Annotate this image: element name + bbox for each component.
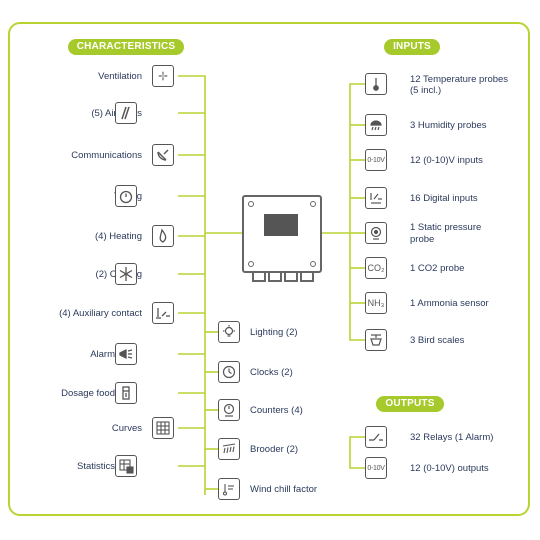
inputs-header: INPUTS [384,39,440,55]
controller-connectors [252,272,314,282]
label-relays: 32 Relays (1 Alarm) [410,432,494,443]
label-lighting: Lighting (2) [250,327,298,338]
label-statistics: Statistics [76,461,115,472]
controller-screen [264,214,298,236]
label-analog-outputs: 12 (0-10V) outputs [410,463,489,474]
dosage-icon [115,382,137,404]
nh3-icon: NH₃ [365,292,387,314]
diagram-frame [8,22,530,516]
fan-icon [152,65,174,87]
label-co2-probe: 1 CO2 probe [410,263,465,274]
label-static-pressure: 1 Static pressure [410,222,482,233]
timer-icon [115,185,137,207]
label-curves: Curves [111,423,142,434]
label-humidity-probes: 3 Humidity probes [410,120,487,131]
curves-grid-icon [152,417,174,439]
brooder-icon [218,438,240,460]
clock-icon [218,361,240,383]
wind-chill-icon [218,478,240,500]
label-brooder: Brooder (2) [250,444,299,455]
label-dosage-food: Dosage food [61,388,115,399]
label-auxiliary-contact: (4) Auxiliary contact [59,308,142,319]
label-heating: (4) Heating [95,231,142,242]
statistics-icon [115,455,137,477]
thermometer-icon [365,73,387,95]
co2-icon: CO₂ [365,257,387,279]
label-static-pressure-line2: probe [410,234,435,245]
horn-icon [115,343,137,365]
humidity-icon [365,114,387,136]
satellite-icon [152,144,174,166]
air-inlet-icon [115,102,137,124]
label-analog-inputs: 12 (0-10)V inputs [410,155,483,166]
relay-icon [365,426,387,448]
label-ventilation: Ventilation [98,71,142,82]
label-alarm: Alarm [90,349,115,360]
screw-icon [248,201,254,207]
outputs-header: OUTPUTS [376,396,444,412]
label-ammonia-sensor: 1 Ammonia sensor [410,298,489,309]
screw-icon [310,201,316,207]
label-temperature-probes: 12 Temperature probes [410,74,509,85]
label-bird-scales: 3 Bird scales [410,335,465,346]
snowflake-icon [115,263,137,285]
analog-input-icon: 0-10V [365,149,387,171]
characteristics-header: CHARACTERISTICS [68,39,184,55]
label-digital-inputs: 16 Digital inputs [410,193,478,204]
analog-output-icon: 0-10V [365,457,387,479]
counter-icon [218,399,240,421]
label-clocks: Clocks (2) [250,367,293,378]
flame-icon [152,225,174,247]
bulb-icon [218,321,240,343]
label-counters: Counters (4) [250,405,303,416]
label-communications: Communications [71,150,142,161]
scale-icon [365,329,387,351]
screw-icon [248,261,254,267]
digital-input-icon [365,187,387,209]
pressure-icon [365,222,387,244]
contact-icon [152,302,174,324]
label-wind-chill: Wind chill factor [250,484,318,495]
screw-icon [310,261,316,267]
label-temperature-probes-line2: (5 incl.) [410,85,442,96]
controller-device [242,195,322,273]
